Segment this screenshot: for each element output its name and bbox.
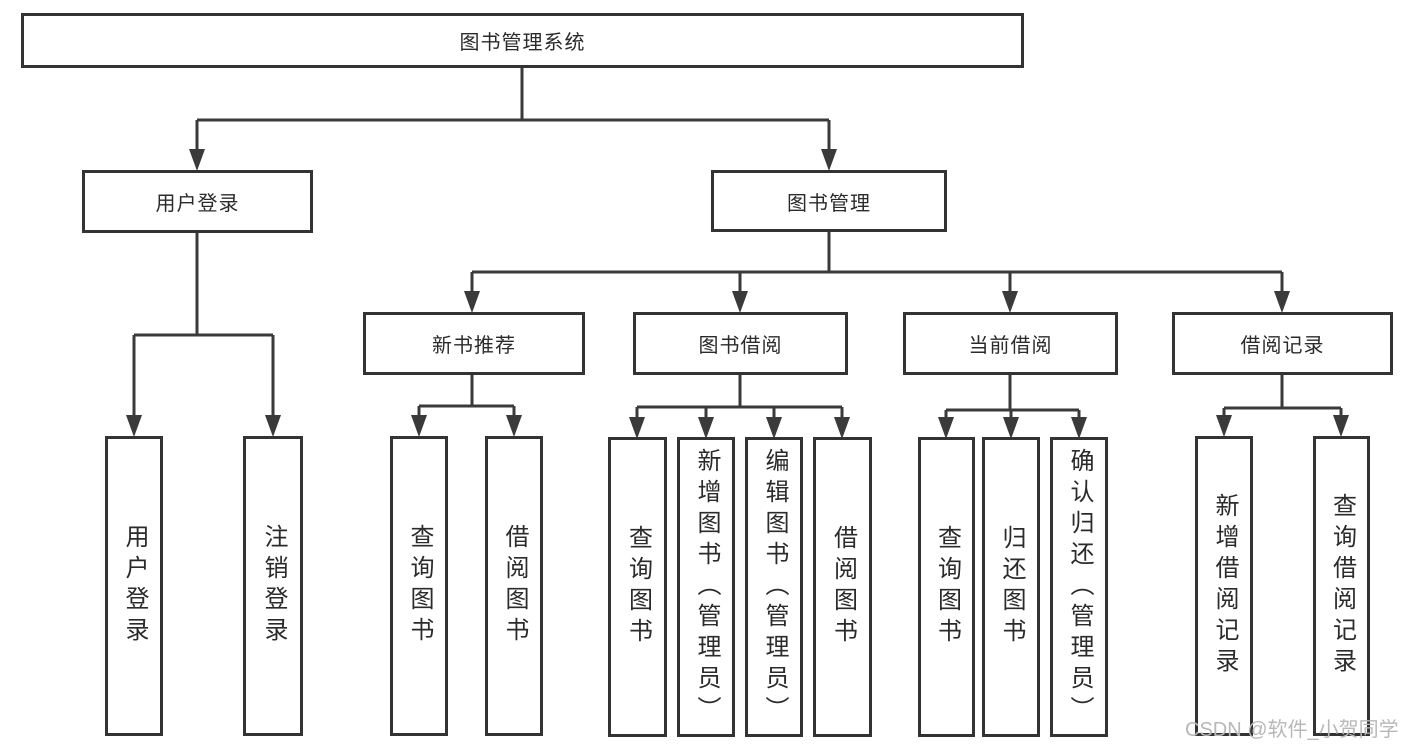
node-root-library-system: 图书管理系统 bbox=[21, 13, 1024, 68]
node-book-management: 图书管理 bbox=[711, 170, 947, 232]
csdn-watermark: CSDN @软件_小贺同学 bbox=[1185, 719, 1399, 741]
leaf-query-books-current: 查询图书 bbox=[918, 437, 975, 737]
leaf-confirm-return-admin: 确认归还（管理员） bbox=[1050, 437, 1108, 737]
node-current-borrow: 当前借阅 bbox=[903, 312, 1118, 375]
leaf-query-books-recommend: 查询图书 bbox=[390, 436, 448, 736]
leaf-return-books: 归还图书 bbox=[982, 437, 1040, 737]
leaf-query-books-borrow: 查询图书 bbox=[608, 437, 667, 737]
leaf-logout: 注销登录 bbox=[243, 436, 303, 736]
node-borrow-records: 借阅记录 bbox=[1172, 312, 1393, 375]
leaf-query-borrow-record: 查询借阅记录 bbox=[1313, 436, 1370, 736]
node-new-book-recommend: 新书推荐 bbox=[363, 312, 585, 375]
leaf-add-books-admin: 新增图书（管理员） bbox=[677, 437, 735, 737]
node-book-borrow: 图书借阅 bbox=[633, 312, 848, 375]
leaf-borrow-books: 借阅图书 bbox=[813, 437, 872, 737]
leaf-edit-books-admin: 编辑图书（管理员） bbox=[745, 437, 803, 737]
leaf-add-borrow-record: 新增借阅记录 bbox=[1195, 436, 1253, 736]
leaf-borrow-books-recommend: 借阅图书 bbox=[485, 436, 543, 736]
leaf-user-login: 用户登录 bbox=[105, 436, 163, 736]
node-user-login: 用户登录 bbox=[82, 170, 313, 233]
